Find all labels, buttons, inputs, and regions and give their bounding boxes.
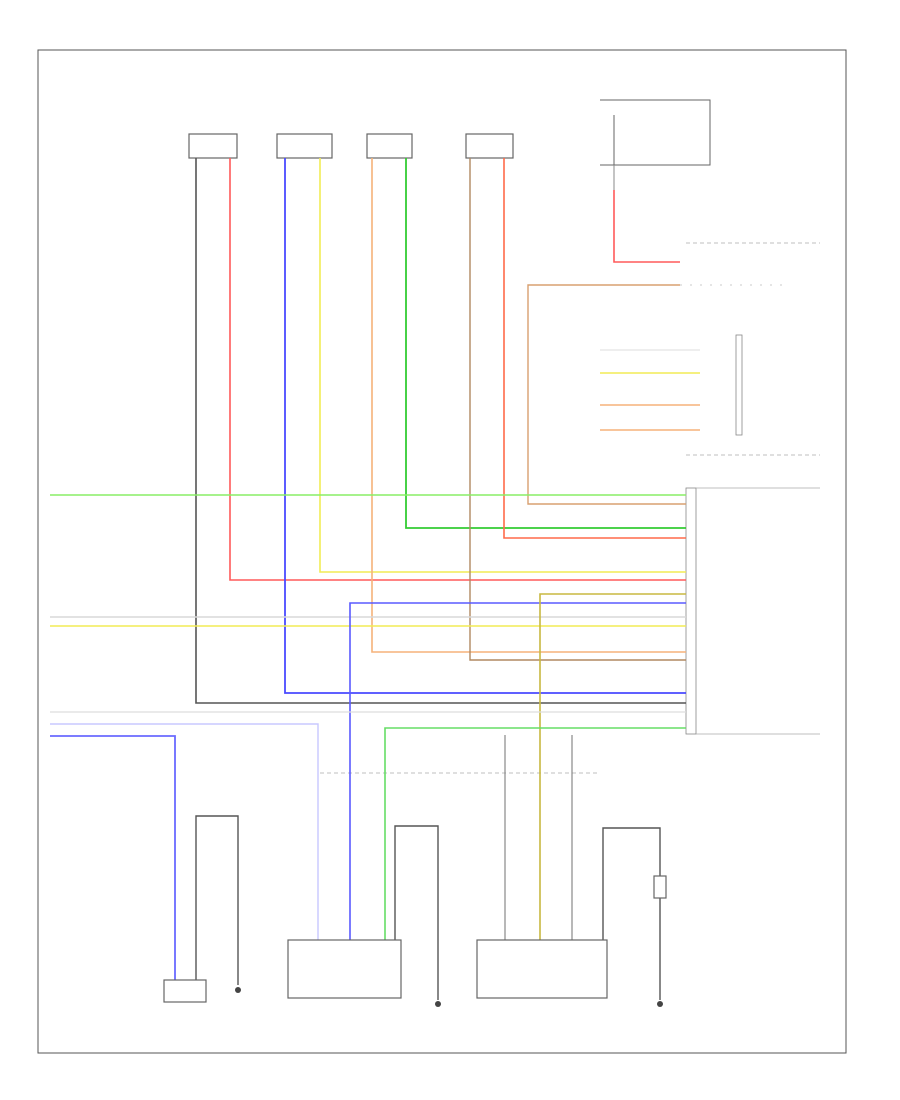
wire-green-driver: [384, 727, 686, 940]
passenger-window-switch-box: [476, 939, 608, 999]
top-component-2: [276, 133, 333, 159]
top-component-3: [366, 133, 413, 159]
bottom-component-2: [235, 987, 241, 993]
bottom-component-6: [653, 875, 667, 899]
bottom-component-1-box: [163, 979, 207, 1003]
diagram-frame: [37, 49, 847, 1054]
top-component-1: [188, 133, 238, 159]
wire-black-driver-gnd: [394, 825, 439, 1000]
top-component-3-box: [366, 133, 413, 159]
driver-window-switch-box: [287, 939, 402, 999]
wire-yellow-comp2: [319, 158, 686, 573]
wire-green-comp3: [405, 158, 686, 529]
wire-black-passenger-gnd: [602, 827, 661, 1000]
wire-blue-comp2: [284, 158, 686, 694]
wire-red-comp4: [503, 158, 686, 539]
wire-black-main: [195, 158, 686, 704]
bcm-connector-box: [685, 487, 697, 735]
wire-orange-comp3: [371, 158, 686, 653]
bottom-component-7: [657, 1001, 663, 1007]
fuse-block: [600, 99, 711, 190]
top-component-2-box: [276, 133, 333, 159]
immobilizer-connector: [735, 334, 743, 436]
wire-blue-lower: [50, 723, 319, 940]
fuse-block-outline: [600, 99, 711, 166]
driver-window-switch: [287, 939, 402, 999]
wire-brown-immobilizer: [527, 284, 686, 505]
wire-olive-passenger: [539, 593, 686, 940]
bottom-component-1: [163, 979, 207, 1003]
bottom-component-6-box: [653, 875, 667, 899]
passenger-window-switch: [476, 939, 608, 999]
wire-black-b2: [195, 815, 239, 985]
wire-blue-driver: [349, 602, 686, 940]
ground-symbol-3: [657, 1001, 663, 1007]
top-component-1-box: [188, 133, 238, 159]
wire-red-fuse: [613, 190, 680, 263]
immobilizer-block: [735, 334, 743, 436]
wire-blue-to-b1: [50, 735, 176, 980]
wire-gray-comp4: [469, 158, 686, 661]
bcm-connector: [685, 487, 820, 735]
ground-symbol-1: [235, 987, 241, 993]
top-component-4-box: [465, 133, 514, 159]
top-component-4: [465, 133, 514, 159]
wire-red-comp1: [229, 158, 686, 581]
bottom-component-4: [435, 1001, 441, 1007]
ground-symbol-2: [435, 1001, 441, 1007]
